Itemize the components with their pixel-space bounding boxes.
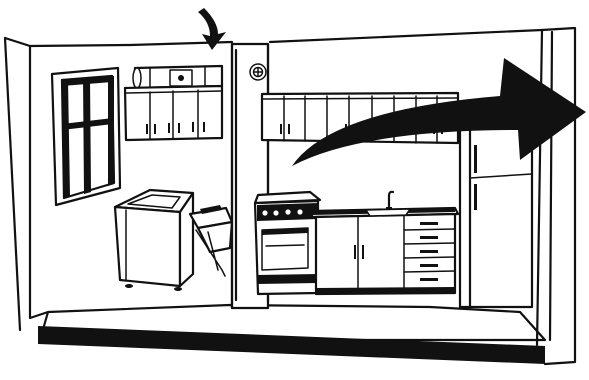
laundry-upper-cabinets [125, 86, 222, 140]
right-wall [537, 28, 575, 364]
stove [255, 192, 320, 294]
back-wall [130, 30, 542, 45]
floor [38, 305, 545, 364]
laundry-sink [190, 205, 232, 276]
water-heater [133, 66, 222, 88]
kitchen-lower-cabinets [312, 208, 458, 294]
washing-machine [115, 190, 193, 291]
exhaust-fan-icon [250, 64, 266, 80]
window [52, 68, 120, 205]
kitchen-sink [366, 192, 410, 216]
